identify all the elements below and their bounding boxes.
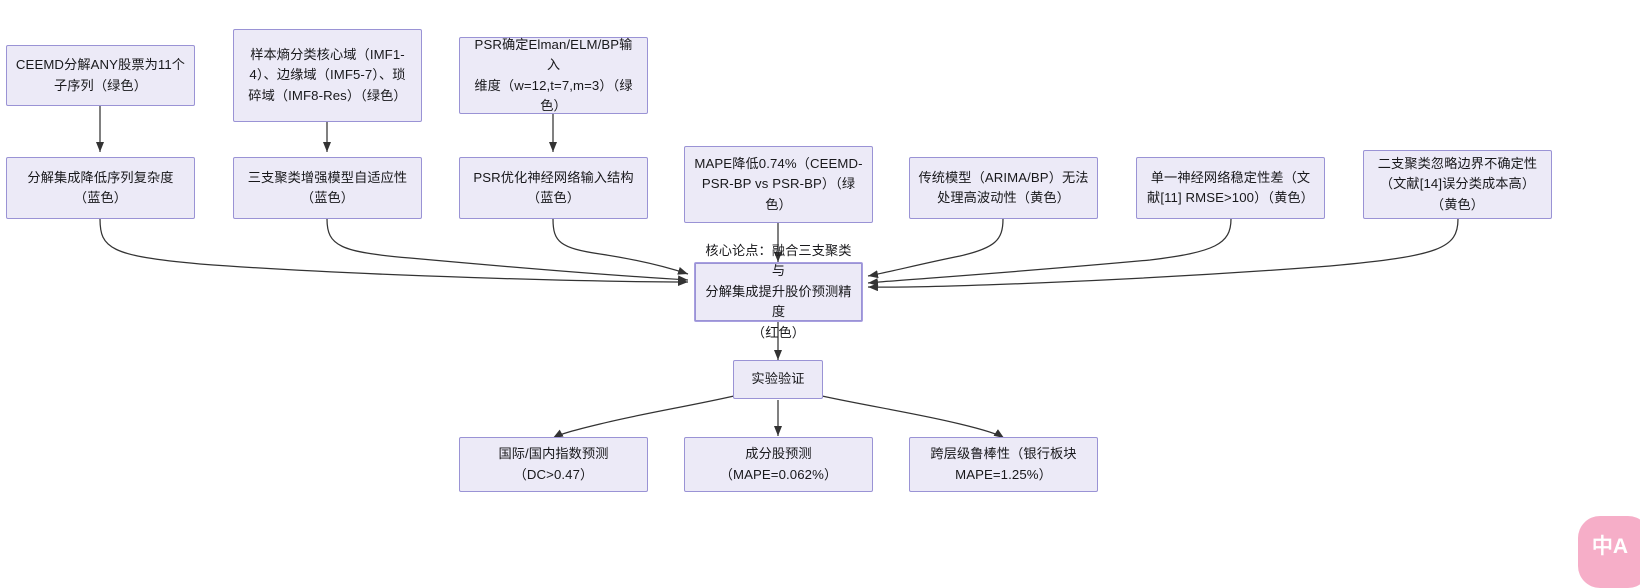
node-core-inner: 核心论点：融合三支聚类与 分解集成提升股价预测精度 （红色） [695,243,862,340]
node-label: PSR优化神经网络输入结构 （蓝色） [473,169,634,205]
node-label: 三支聚类增强模型自适应性 （蓝色） [247,169,408,205]
node-label: 实验验证 [751,371,805,387]
edge-n8-core [867,218,1004,279]
node-traditional-models-limitation[interactable]: 传统模型（ARIMA/BP）无法 处理高波动性（黄色） [909,157,1098,219]
node-psr-input-dimension[interactable]: PSR确定Elman/ELM/BP输入 维度（w=12,t=7,m=3）（绿 色… [459,37,648,114]
node-label: CEEMD分解ANY股票为11个 子序列（绿色） [15,57,186,93]
node-experimental-validation[interactable]: 实验验证 [733,360,823,399]
watermark-badge: 中A [1578,516,1640,588]
node-label: PSR确定Elman/ELM/BP输入 维度（w=12,t=7,m=3）（绿 色… [474,36,633,113]
node-label: 分解集成降低序列复杂度 （蓝色） [27,169,174,205]
node-cross-level-robustness-result[interactable]: 跨层级鲁棒性（银行板块 MAPE=1.25%） [909,437,1098,492]
node-label: 成分股预测 （MAPE=0.062%） [719,446,838,482]
node-decomposition-reduces-complexity[interactable]: 分解集成降低序列复杂度 （蓝色） [6,157,195,219]
edge-n11-n12 [552,395,735,439]
node-ceemd-decomposition[interactable]: CEEMD分解ANY股票为11个 子序列（绿色） [6,45,195,106]
node-label: 跨层级鲁棒性（银行板块 MAPE=1.25%） [930,446,1077,482]
node-mape-reduction[interactable]: MAPE降低0.74%（CEEMD- PSR-BP vs PSR-BP）（绿 色… [684,146,873,223]
watermark-text: 中A [1591,534,1629,558]
node-label: 二支聚类忽略边界不确定性 （文献[14]误分类成本高） （黄色） [1377,155,1538,212]
node-index-forecast-result[interactable]: 国际/国内指数预测 （DC>0.47） [459,437,648,492]
node-psr-optimizes-network-input[interactable]: PSR优化神经网络输入结构 （蓝色） [459,157,648,219]
node-sample-entropy-classification[interactable]: 样本熵分类核心域（IMF1- 4）、边缘域（IMF5-7）、琐 碎域（IMF8-… [233,29,422,122]
node-core-claim[interactable]: 核心论点：融合三支聚类与 分解集成提升股价预测精度 （红色） [694,243,863,340]
node-label: 单一神经网络稳定性差（文 献[11] RMSE>100）（黄色） [1147,169,1314,205]
node-label: MAPE降低0.74%（CEEMD- PSR-BP vs PSR-BP）（绿 色… [694,155,863,212]
node-constituent-stock-forecast-result[interactable]: 成分股预测 （MAPE=0.062%） [684,437,873,492]
edge-n11-n14 [821,395,1005,439]
edge-n5-core [326,218,689,284]
node-label: 样本熵分类核心域（IMF1- 4）、边缘域（IMF5-7）、琐 碎域（IMF8-… [248,46,407,103]
node-label: 传统模型（ARIMA/BP）无法 处理高波动性（黄色） [918,169,1089,205]
flowchart-edges-layer [96,106,1459,439]
node-label: 核心论点：融合三支聚类与 分解集成提升股价预测精度 （红色） [705,242,852,340]
node-three-way-clustering-adaptivity[interactable]: 三支聚类增强模型自适应性 （蓝色） [233,157,422,219]
edge-n9-core [867,218,1232,287]
edge-group [96,106,1459,439]
edge-n4-core [99,218,689,286]
edge-n6-core [552,218,689,275]
edge-n10-core [867,218,1459,292]
flowchart-page: { "diagram": { "title": "股价预测研究论证结构图", "… [6,29,1640,588]
node-two-way-clustering-boundary[interactable]: 二支聚类忽略边界不确定性 （文献[14]误分类成本高） （黄色） [1363,150,1552,219]
node-label: 国际/国内指数预测 （DC>0.47） [498,446,609,482]
node-single-network-instability[interactable]: 单一神经网络稳定性差（文 献[11] RMSE>100）（黄色） [1136,157,1325,219]
